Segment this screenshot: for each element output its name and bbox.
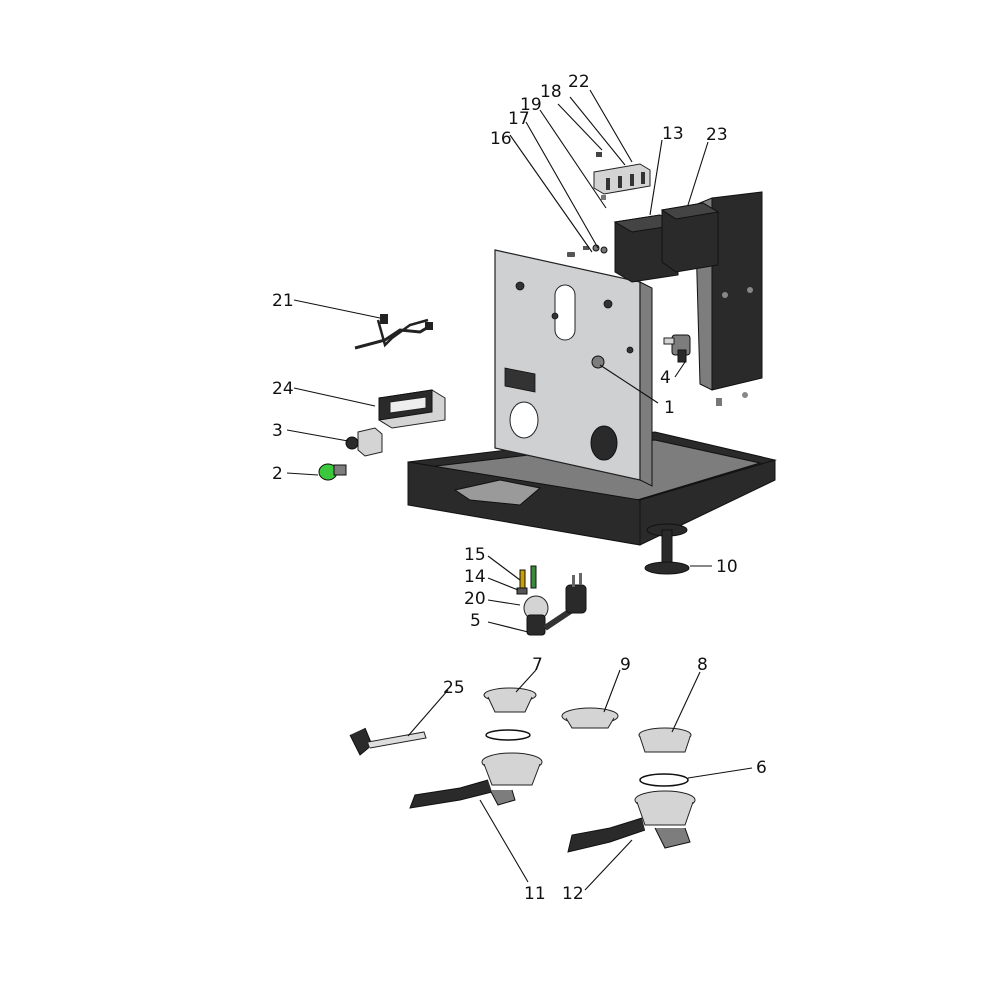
callout-labels: 22 18 19 17 16 13 23 21 24 3 2 4 1 10 15… [272,72,767,904]
callout-9: 9 [620,655,631,675]
callout-12: 12 [562,884,584,904]
switch-3 [345,427,383,457]
spring-ring-upper [485,729,531,741]
callout-5: 5 [470,611,481,631]
callout-14: 14 [464,567,486,587]
callout-11: 11 [524,884,546,904]
callout-13: 13 [662,124,684,144]
callout-2: 2 [272,464,283,484]
callout-10: 10 [716,557,738,577]
callout-3: 3 [272,421,283,441]
power-cord [516,565,587,636]
spring-ring-6 [639,773,689,787]
callout-19: 19 [520,95,542,115]
callout-16: 16 [490,129,512,149]
callout-1: 1 [664,398,675,418]
base-frame [407,431,777,546]
filter-basket-8 [638,727,692,753]
handle-25 [349,727,427,756]
filter-basket-7 [483,687,537,713]
callout-15: 15 [464,545,486,565]
main-plate [494,249,653,487]
wiring-harness [354,314,433,350]
contactor-23 [660,202,720,273]
side-bracket [694,191,763,398]
callout-4: 4 [660,368,671,388]
callout-6: 6 [756,758,767,778]
callout-21: 21 [272,291,294,311]
terminal-block [593,163,651,195]
callout-22: 22 [568,72,590,92]
portafilter-11 [409,752,543,809]
callout-18: 18 [540,82,562,102]
indicator-2 [318,463,347,481]
callout-8: 8 [697,655,708,675]
callout-25: 25 [443,678,465,698]
callout-24: 24 [272,379,294,399]
leader-lines [286,89,753,891]
portafilter-12 [567,790,696,853]
valve-4 [663,334,691,363]
callout-23: 23 [706,125,728,145]
callout-7: 7 [532,655,543,675]
callout-17: 17 [508,109,530,129]
tamper-10 [644,523,690,575]
filter-basket-9 [561,707,619,729]
display-24 [378,389,446,429]
callout-20: 20 [464,589,486,609]
